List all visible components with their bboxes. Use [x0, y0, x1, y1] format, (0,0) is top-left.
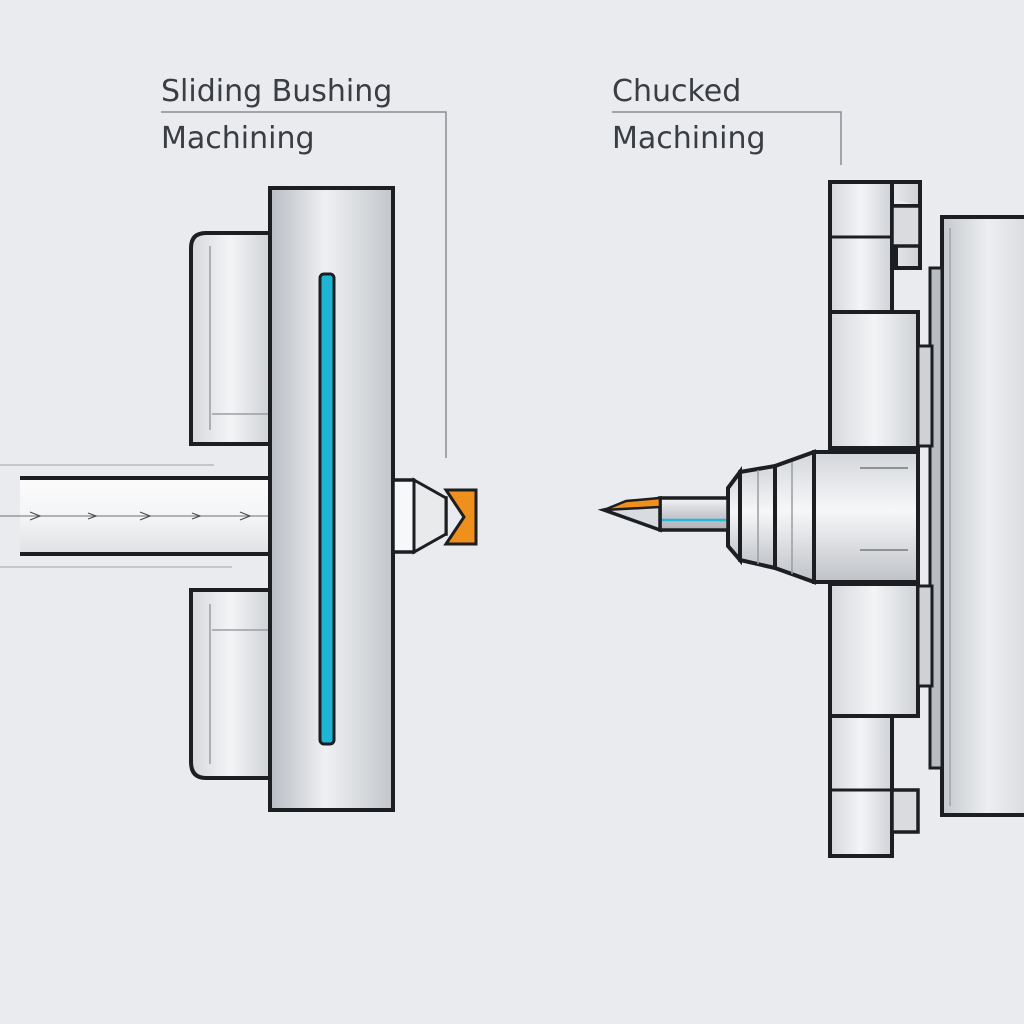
workpiece-tip — [412, 477, 448, 555]
sliding-bushing-label-line2: Machining — [161, 121, 315, 156]
chucked-assembly: Chucked Machining — [597, 74, 1024, 858]
guide-bushing-slot — [318, 272, 336, 746]
cutting-insert — [443, 488, 478, 546]
cutting-tool — [597, 495, 730, 533]
chucked-label-line1: Chucked — [612, 74, 741, 109]
chuck-jaw-top — [828, 180, 934, 450]
chucked-leader-line — [612, 111, 842, 165]
chucked-label-line2: Machining — [612, 121, 766, 156]
chuck-body — [940, 215, 1024, 817]
guide-block-top — [189, 231, 272, 446]
tool-collet — [726, 449, 920, 585]
chuck-jaw-bottom — [828, 582, 934, 858]
sliding-bushing-assembly: Sliding Bushing Machining — [0, 74, 478, 812]
sliding-bushing-label-line1: Sliding Bushing — [161, 74, 392, 109]
sliding-bushing-leader-line — [161, 111, 447, 458]
guide-block-bottom — [189, 588, 272, 780]
